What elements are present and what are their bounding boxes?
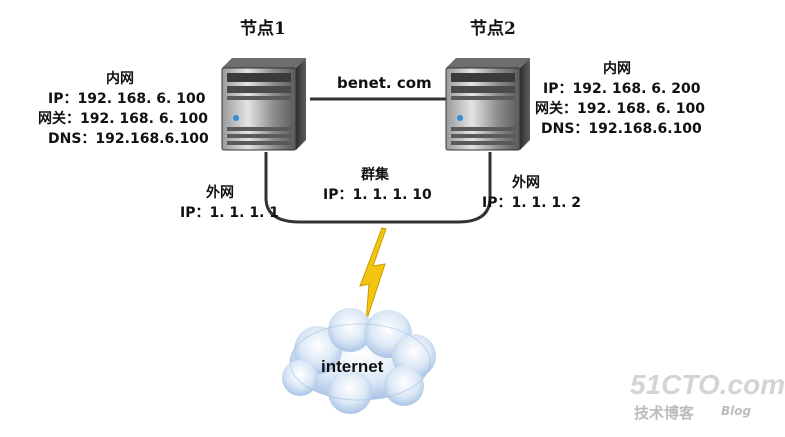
diagram-canvas: [221, 58, 530, 414]
node1-wan-label: 外网: [206, 185, 234, 201]
watermark-blog: Blog: [721, 404, 752, 418]
server-icon-node2: [445, 58, 530, 151]
lightning-icon: [359, 227, 387, 323]
watermark-tagline: 技术博客: [634, 404, 695, 422]
node1-wan-ip: IP：1. 1. 1. 1: [180, 205, 280, 221]
server-icon-node1: [221, 58, 306, 151]
internet-label: internet: [321, 357, 384, 376]
node2-wan-ip: IP：1. 1. 1. 2: [482, 195, 582, 211]
node2-lan-label: 内网: [603, 61, 631, 77]
node1-lan-label: 内网: [106, 71, 134, 87]
cluster-link-line: [264, 152, 492, 224]
cluster-label: 群集: [361, 167, 389, 183]
node1-lan-gateway: 网关：192. 168. 6. 100: [38, 111, 208, 127]
node2-wan-label: 外网: [512, 175, 540, 191]
watermark-site: 51CTO.com: [630, 369, 785, 400]
node1-lan-dns: DNS：192.168.6.100: [48, 131, 209, 147]
network-diagram: 节点1 节点2 内网 IP：192. 168. 6. 100 网关：192. 1…: [38, 19, 785, 422]
node1-title: 节点1: [240, 19, 286, 39]
node1-lan-ip: IP：192. 168. 6. 100: [48, 91, 206, 107]
cloud-icon: [282, 308, 436, 414]
node2-title: 节点2: [470, 19, 516, 39]
node2-lan-ip: IP：192. 168. 6. 200: [543, 81, 701, 97]
cluster-ip: IP：1. 1. 1. 10: [323, 187, 432, 203]
node2-lan-dns: DNS：192.168.6.100: [541, 121, 702, 137]
heartbeat-link-label: benet. com: [337, 74, 432, 92]
node2-lan-gateway: 网关：192. 168. 6. 100: [535, 101, 705, 117]
